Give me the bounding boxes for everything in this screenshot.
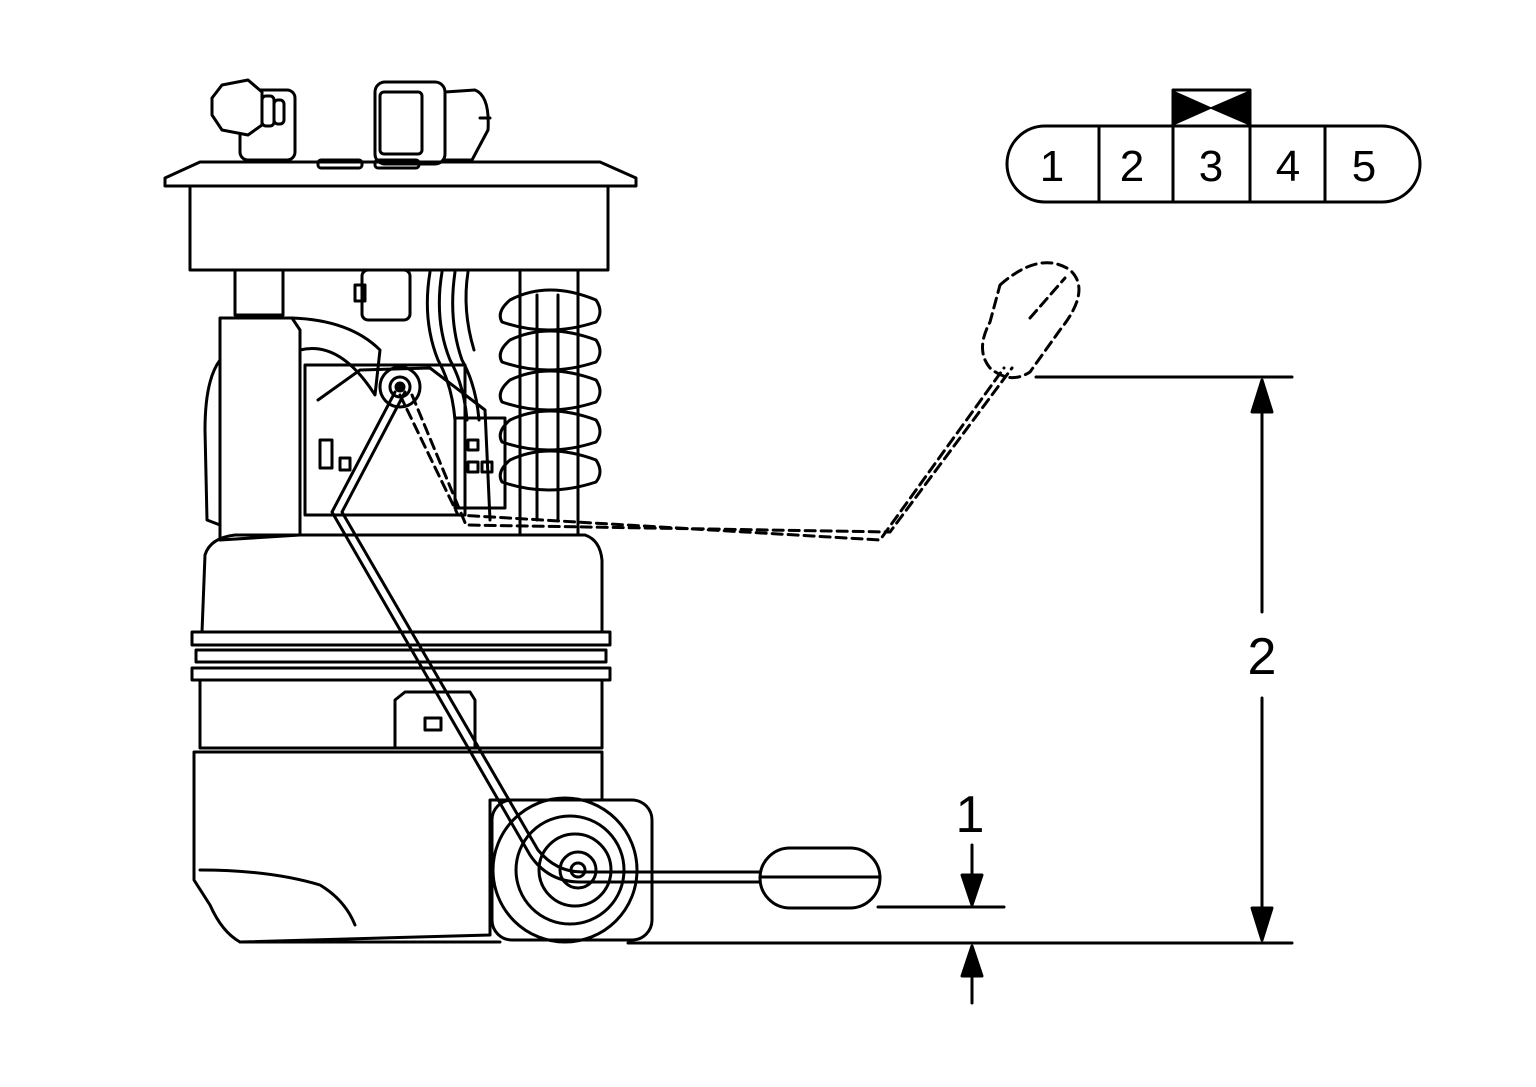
terminal-square: [466, 438, 480, 452]
guide-rod: [518, 268, 580, 537]
electrical-connector-body: [378, 90, 424, 156]
reservoir-base-curve: [198, 868, 357, 927]
wire-harness: [425, 270, 457, 422]
pin-label: 5: [1352, 142, 1376, 191]
terminal-block: [453, 416, 507, 510]
sender-unit-ring: [491, 796, 639, 944]
outlet-ring: [272, 98, 286, 126]
float-arm-rod: [330, 390, 822, 884]
connector-outline: [1005, 124, 1422, 204]
sender-bracket: [316, 366, 492, 522]
electrical-connector-side: [443, 88, 490, 162]
top-fittings: [210, 78, 492, 170]
spring-coil: [498, 288, 602, 332]
mount-plate-detail: [338, 456, 352, 472]
spring-coil: [498, 369, 602, 412]
support-post: [233, 268, 285, 317]
wire-harness: [451, 270, 481, 422]
reservoir-upper-left: [200, 553, 207, 634]
dim1-arrow-down: [960, 873, 984, 907]
dim2-arrow-up: [1250, 378, 1274, 414]
electrical-connector-housing: [373, 80, 447, 166]
spring-coil: [498, 329, 602, 372]
dimension-2-label: 2: [1248, 628, 1277, 686]
pin-label: 3: [1199, 142, 1223, 191]
float-arm-rod: [340, 390, 822, 874]
mounting-flange: [163, 160, 638, 272]
reservoir-lower: [192, 750, 604, 944]
pin-label: 4: [1276, 142, 1300, 191]
spring-coil: [498, 409, 602, 452]
reservoir-tab-slot: [423, 716, 443, 732]
pin-3-top-box: [1171, 88, 1252, 128]
float-arm-high-position: [398, 261, 1081, 542]
wire-connector: [360, 268, 412, 322]
spring-coil: [498, 449, 602, 492]
float-high-rod: [1028, 276, 1067, 320]
sender-unit-ring: [514, 814, 626, 926]
pin-label: 2: [1120, 142, 1144, 191]
fuel-pump-assembly: [163, 78, 654, 944]
reservoir-ring: [190, 630, 612, 647]
sender-unit-hub: [558, 850, 598, 890]
left-housing-back: [203, 358, 222, 527]
reservoir-ring: [190, 666, 612, 682]
terminal-square: [480, 460, 494, 474]
outlet-nut: [210, 78, 264, 137]
dim2-arrow-down: [1250, 906, 1274, 942]
connector-terminal-layout: 1 2 3 4 5: [1005, 88, 1422, 204]
reservoir-ring: [194, 648, 608, 664]
float-arm-pivot-center: [394, 381, 406, 393]
float-high: [981, 261, 1081, 380]
float-arm-rod-dashed: [410, 366, 1014, 534]
wire-connector-nub: [353, 283, 367, 303]
float-arm-low-position: [330, 390, 882, 910]
float-arm-pivot-outer: [378, 365, 422, 409]
elbow-pipe: [290, 316, 382, 397]
wire-harness: [464, 270, 476, 352]
left-housing: [218, 316, 302, 542]
flange-slot: [316, 158, 364, 170]
sender-unit-ring: [537, 832, 613, 908]
pin-label: 1: [1040, 142, 1064, 191]
reservoir-upper: [203, 533, 604, 634]
mount-plate-detail: [318, 438, 334, 470]
dimension-lines: 2 1: [626, 375, 1294, 1005]
dimension-1-label: 1: [956, 786, 985, 844]
pin-3-bowtie-marker: [1174, 91, 1249, 125]
sender-mount-plate: [303, 363, 467, 517]
reservoir-mid: [198, 678, 604, 750]
pressure-spring: [498, 268, 602, 537]
terminal-square: [466, 460, 480, 474]
outlet-ring: [260, 94, 276, 128]
flange-slot: [373, 158, 421, 170]
dim1-arrow-up: [960, 944, 984, 978]
